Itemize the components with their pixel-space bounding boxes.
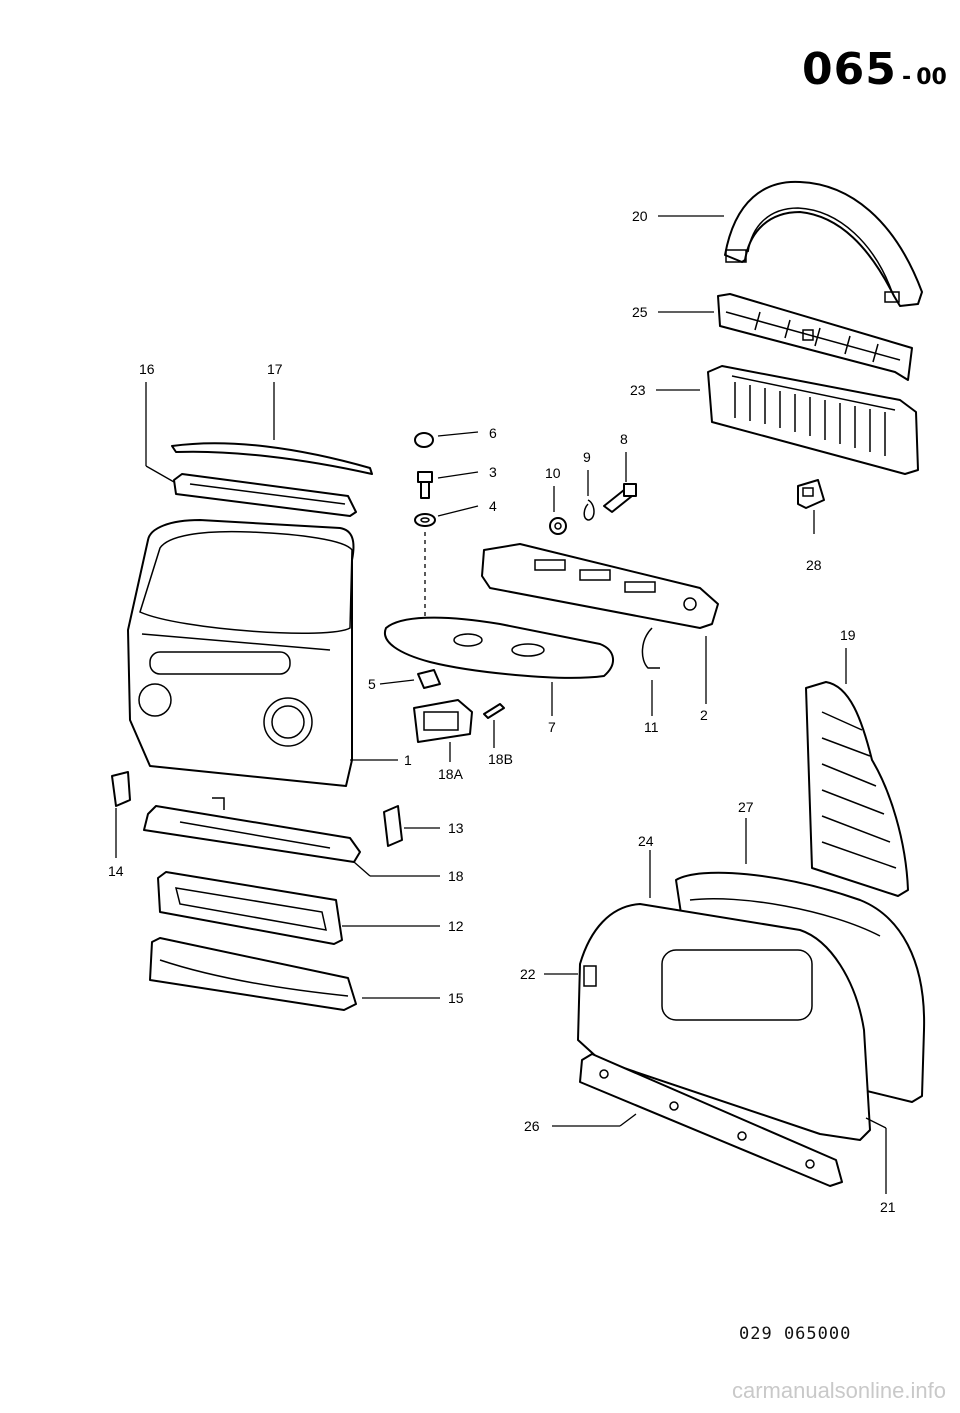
callout-19: 19	[840, 627, 856, 643]
part-19-side-panel	[805, 681, 909, 897]
part-18a-lamp-housing	[413, 699, 473, 743]
callout-15: 15	[448, 990, 464, 1006]
callout-16: 16	[139, 361, 155, 377]
part-26-bottom-rail	[579, 1053, 843, 1187]
part-18b-screw	[483, 703, 505, 719]
leader-lines	[115, 215, 887, 1194]
callout-27: 27	[738, 799, 754, 815]
part-10-nut	[549, 517, 567, 535]
callout-25: 25	[632, 304, 648, 320]
callout-6: 6	[489, 425, 497, 441]
callout-28: 28	[806, 557, 822, 573]
callout-24: 24	[638, 833, 654, 849]
part-3-bolt	[417, 471, 433, 499]
part-16-rain-gutter	[173, 473, 357, 517]
callout-1: 1	[404, 752, 412, 768]
section-number-main: 065	[802, 44, 897, 95]
figure-code: 029 065000	[739, 1324, 852, 1344]
callout-2: 2	[700, 707, 708, 723]
callout-13: 13	[448, 820, 464, 836]
part-4-washer	[414, 513, 436, 527]
part-7-tray	[383, 616, 614, 679]
callout-11: 11	[644, 719, 659, 735]
callout-26: 26	[524, 1118, 540, 1134]
callout-4: 4	[489, 498, 497, 514]
section-number-suffix: 00	[916, 65, 947, 90]
callout-17: 17	[267, 361, 283, 377]
part-2-cross-member	[481, 543, 719, 629]
part-15-valance	[149, 937, 357, 1011]
callout-3: 3	[489, 464, 497, 480]
callout-14: 14	[108, 863, 124, 879]
callout-23: 23	[630, 382, 646, 398]
callout-labels: 1 2 3 4 5 6 7 8 9 10 11 12 13 14 15 16 1…	[108, 208, 896, 1215]
callout-7: 7	[548, 719, 556, 735]
part-18-lower-panel	[143, 797, 361, 863]
callout-18: 18	[448, 868, 464, 884]
watermark: carmanualsonline.info	[731, 1378, 946, 1403]
part-14-bracket	[111, 771, 131, 807]
part-12-frame	[157, 871, 343, 945]
callout-10: 10	[545, 465, 561, 481]
part-9-clip	[583, 499, 595, 521]
callout-5: 5	[368, 676, 376, 692]
callout-21: 21	[880, 1199, 896, 1215]
part-1-front-panel	[127, 519, 355, 787]
callout-18a: 18A	[438, 766, 464, 782]
callout-18b: 18B	[488, 751, 513, 767]
callout-12: 12	[448, 918, 464, 934]
part-23-louvered-panel	[707, 365, 919, 475]
part-5-clip	[417, 669, 441, 689]
part-13-bracket	[383, 805, 403, 847]
part-25-cross-rail	[717, 293, 913, 381]
callout-20: 20	[632, 208, 648, 224]
part-6-cap	[414, 432, 434, 448]
part-8-bolt	[603, 483, 637, 513]
callout-8: 8	[620, 431, 628, 447]
part-24-inner-panel	[577, 903, 871, 1141]
part-17-roof-strip	[171, 442, 373, 475]
callout-22: 22	[520, 966, 536, 982]
section-number: 065 - 00	[802, 44, 947, 95]
section-number-dash: -	[901, 65, 912, 90]
part-20-window-frame	[724, 180, 923, 307]
callout-9: 9	[583, 449, 591, 465]
part-11-hook	[641, 627, 660, 669]
part-28-bracket	[797, 479, 825, 509]
